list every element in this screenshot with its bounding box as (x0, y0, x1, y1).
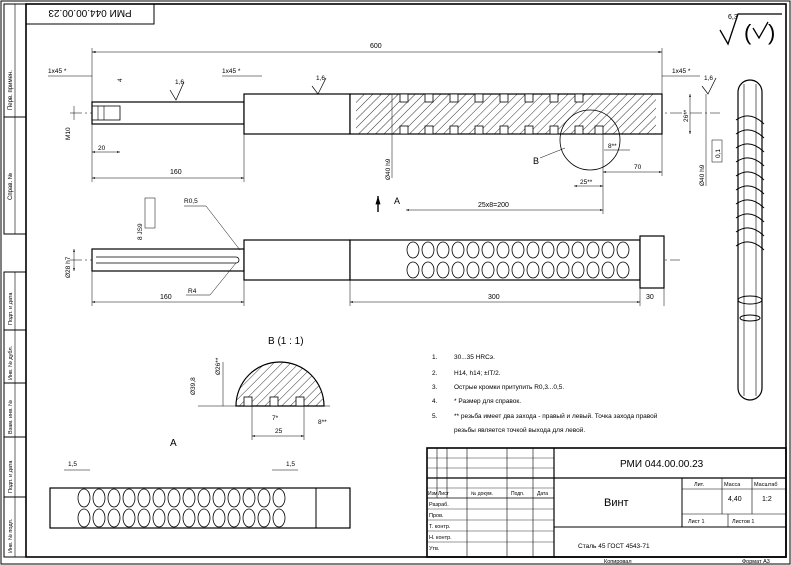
detail-b: B (1 : 1) Ø39,8 Ø26** 25 7* 8** (190, 336, 330, 440)
dim-pitch-25: 25** (580, 179, 593, 186)
note-2-text: H14, h14; ±IT/2. (454, 370, 501, 377)
roughness-value: 6,3 (728, 14, 738, 21)
dim-keyway: 8 JS9 (137, 223, 144, 240)
note-3-text: Острые кромки притупить R0,3...0,5. (454, 384, 564, 391)
dim-total: 600 (370, 43, 382, 50)
roughness-mark-3: 1,6 (704, 75, 713, 82)
detail-b-w8: 8** (318, 419, 327, 426)
svg-text:(: ( (744, 20, 752, 45)
note-5-text: ** резьба имеет два захода - правый и ле… (454, 412, 658, 420)
sheets-label: Листов 1 (732, 519, 754, 525)
dim-thread-bore: 4 (117, 78, 124, 82)
vzam-inv-label: Взам. инв. № (8, 400, 14, 434)
note-3-num: 3. (432, 384, 438, 391)
detail-b-dia2: Ø26** (215, 357, 222, 375)
dim-chamfer-left: 1x45 * (48, 68, 67, 75)
dim-dia-40-right: Ø40 h9 (699, 164, 706, 186)
note-1-num: 1. (432, 354, 438, 361)
material-text: Сталь 45 ГОСТ 4543-71 (578, 543, 650, 550)
perv-primen-label: Перв. примен. (8, 70, 14, 110)
note-2-num: 2. (432, 370, 438, 377)
detail-b-w25: 25 (275, 428, 283, 435)
sprav-label: Справ. № (7, 173, 14, 200)
dim-chamfer-mid: 1x45 * (222, 68, 241, 75)
title-block-text: РМИ 044.00.00.23 Винт Изм Лист № докум. … (428, 459, 778, 565)
note-4-text: * Размер для справок. (454, 398, 521, 405)
dim-dia-40: Ø40 h9 (385, 158, 392, 180)
technical-notes: 1. 30...35 HRCэ. 2. H14, h14; ±IT/2. 3. … (432, 354, 658, 434)
dim-m10: M10 (65, 127, 72, 140)
format-label: Формат А3 (742, 559, 770, 565)
col-izm: Изм (428, 491, 438, 497)
masshtab-label: Масштаб (754, 482, 778, 488)
podp-data-label-1: Подп. и дата (8, 292, 14, 325)
dim-20: 20 (98, 145, 106, 152)
side-view: Ø28 h7 8 JS9 R0,5 R4 160 300 30 (65, 197, 680, 306)
inv-dubl-label: Инв. № дубл. (8, 345, 14, 380)
row-razrab: Разраб. (429, 502, 449, 508)
sheet-label: Лист 1 (688, 519, 705, 525)
dim-30: 30 (646, 294, 654, 301)
detail-b-w7: 7* (272, 415, 279, 422)
detail-b-dia1: Ø39,8 (190, 377, 197, 395)
col-list: Лист (438, 491, 450, 497)
roughness-symbol: 6,3 ( ) (719, 13, 782, 46)
dim-300: 300 (488, 294, 500, 301)
thread-ellipses (406, 241, 630, 279)
note-4-num: 4. (432, 398, 438, 405)
view-a-title: A (170, 438, 177, 449)
title-name: Винт (604, 497, 629, 509)
kopiroval-label: Копировал (604, 559, 632, 565)
col-podp: Подп. (511, 491, 524, 497)
col-doc: № докум. (471, 491, 493, 497)
view-a-15-right: 1,5 (286, 461, 295, 468)
dim-160-top: 160 (170, 169, 182, 176)
title-block (426, 447, 787, 558)
svg-text:): ) (768, 20, 775, 45)
view-a: A 1,5 1,5 (49, 438, 351, 529)
inv-podl-label: Инв. № подл. (8, 518, 14, 553)
roughness-mark-2: 1,6 (316, 75, 325, 82)
dim-groove-8: 8** (608, 143, 617, 150)
isometric-view (735, 79, 765, 401)
row-nkontr: Н. контр. (429, 535, 452, 541)
detail-b-title: B (1 : 1) (268, 336, 304, 347)
dim-tooth-26: 26** (683, 109, 690, 122)
row-tkontr: Т. контр. (429, 524, 451, 530)
doc-code-stamp-text: РМИ 044.00.00.23 (48, 7, 132, 18)
dim-chamfer-right: 1x45 * (672, 68, 691, 75)
detail-label-b: B (533, 156, 539, 166)
lit-label: Лит. (694, 482, 705, 488)
row-prov: Пров. (429, 513, 444, 519)
massa-label: Масса (724, 482, 741, 488)
dim-r4: R4 (188, 288, 197, 295)
note-5-num: 5. (432, 413, 438, 420)
note-1-text: 30...35 HRCэ. (454, 354, 495, 361)
dim-70: 70 (634, 164, 642, 171)
podp-data-label-2: Подп. и дата (8, 460, 14, 493)
view-label-a: A (394, 196, 400, 206)
dim-pitch-total: 25x8=200 (478, 202, 509, 209)
dim-r05: R0,5 (184, 198, 198, 205)
title-code: РМИ 044.00.00.23 (620, 459, 704, 470)
dim-160-bottom: 160 (160, 294, 172, 301)
main-view: 600 1x45 * 1x45 * 1x45 * 4 1,6 1,6 1,6 M… (48, 43, 723, 214)
side-strip: Перв. примен. Справ. № Подп. и дата Инв.… (3, 3, 27, 558)
row-utv: Утв. (429, 546, 440, 552)
view-a-15-left: 1,5 (68, 461, 77, 468)
note-6-text: резьбы является точкой выхода для левой. (454, 426, 585, 434)
doc-code-stamp: РМИ 044.00.00.23 (25, 3, 155, 25)
thread-grooves (399, 93, 604, 135)
col-data: Дата (537, 491, 548, 497)
mass-value: 4,40 (728, 496, 742, 503)
scale-value: 1:2 (762, 496, 772, 503)
dim-dia-28: Ø28 h7 (65, 256, 72, 278)
dim-tol-01: 0,1 (715, 149, 722, 158)
roughness-mark-1: 1,6 (175, 79, 184, 86)
